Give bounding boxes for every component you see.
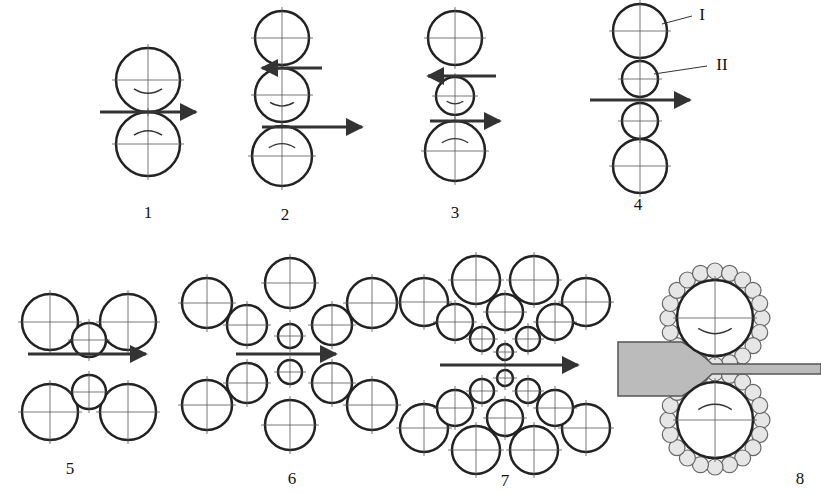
center-mark: [506, 252, 562, 308]
center-mark: [609, 135, 671, 197]
feed-arrow: [428, 75, 496, 78]
part-number: I: [699, 6, 705, 23]
center-mark: [609, 0, 671, 62]
center-mark: [96, 380, 160, 444]
feed-arrow: [430, 120, 500, 123]
center-mark: [483, 396, 527, 440]
figure-number: 8: [796, 470, 805, 487]
leader-line: [662, 16, 692, 24]
center-mark: [448, 252, 504, 308]
figure-number: 3: [451, 204, 460, 221]
figure-number: 2: [281, 206, 290, 223]
planetary-roll: [752, 295, 768, 311]
figure-number: 1: [144, 204, 153, 221]
feed-arrow: [100, 111, 196, 114]
figure-number: 6: [288, 470, 297, 487]
planetary-roll: [722, 457, 738, 473]
center-mark: [261, 254, 319, 312]
center-mark: [448, 422, 504, 478]
center-mark: [483, 290, 527, 334]
rotation-arrow: [447, 101, 464, 104]
figure-number: 7: [501, 472, 510, 489]
feed-arrow: [28, 353, 146, 356]
center-mark: [673, 378, 757, 462]
feed-arrow: [262, 67, 322, 70]
center-mark: [223, 359, 271, 407]
center-mark: [178, 274, 236, 332]
center-mark: [112, 108, 184, 180]
planetary-roll: [662, 325, 678, 341]
center-mark: [618, 57, 662, 101]
figure-number: 4: [634, 196, 643, 213]
center-mark: [251, 64, 313, 126]
rotation-arrow: [442, 139, 468, 143]
center-mark: [432, 73, 478, 119]
center-mark: [512, 375, 544, 407]
planetary-roll: [692, 265, 708, 281]
center-mark: [433, 386, 477, 430]
feed-arrow: [262, 126, 362, 129]
center-mark: [533, 386, 577, 430]
rotation-arrow: [134, 131, 162, 135]
center-mark: [178, 376, 236, 434]
center-mark: [18, 290, 82, 354]
center-mark: [424, 7, 486, 69]
center-mark: [493, 340, 517, 364]
center-mark: [308, 301, 356, 349]
center-mark: [421, 117, 489, 185]
center-mark: [251, 7, 313, 69]
center-mark: [18, 380, 82, 444]
center-mark: [308, 359, 356, 407]
center-mark: [673, 276, 757, 360]
center-mark: [343, 274, 401, 332]
center-mark: [112, 44, 184, 116]
rotation-arrow: [134, 89, 162, 93]
feed-arrow: [440, 364, 578, 367]
center-mark: [274, 356, 306, 388]
center-mark: [493, 366, 517, 390]
planetary-roll: [752, 397, 768, 413]
center-mark: [68, 371, 110, 413]
center-mark: [343, 376, 401, 434]
rotation-arrow: [698, 328, 731, 333]
rotation-arrow: [269, 144, 295, 148]
leader-line: [654, 66, 707, 74]
center-mark: [223, 301, 271, 349]
center-mark: [261, 396, 319, 454]
center-mark: [512, 323, 544, 355]
rotation-arrow: [270, 102, 294, 106]
rotation-arrow: [698, 404, 731, 409]
center-mark: [506, 422, 562, 478]
center-mark: [466, 375, 498, 407]
feed-arrow: [590, 99, 690, 102]
feed-arrow: [236, 353, 336, 356]
center-mark: [533, 300, 577, 344]
part-number: II: [716, 56, 727, 73]
center-mark: [274, 320, 306, 352]
figure-number: 5: [66, 460, 75, 477]
center-mark: [96, 290, 160, 354]
planetary-roll: [662, 427, 678, 443]
center-mark: [433, 300, 477, 344]
center-mark: [248, 122, 316, 190]
center-mark: [466, 323, 498, 355]
